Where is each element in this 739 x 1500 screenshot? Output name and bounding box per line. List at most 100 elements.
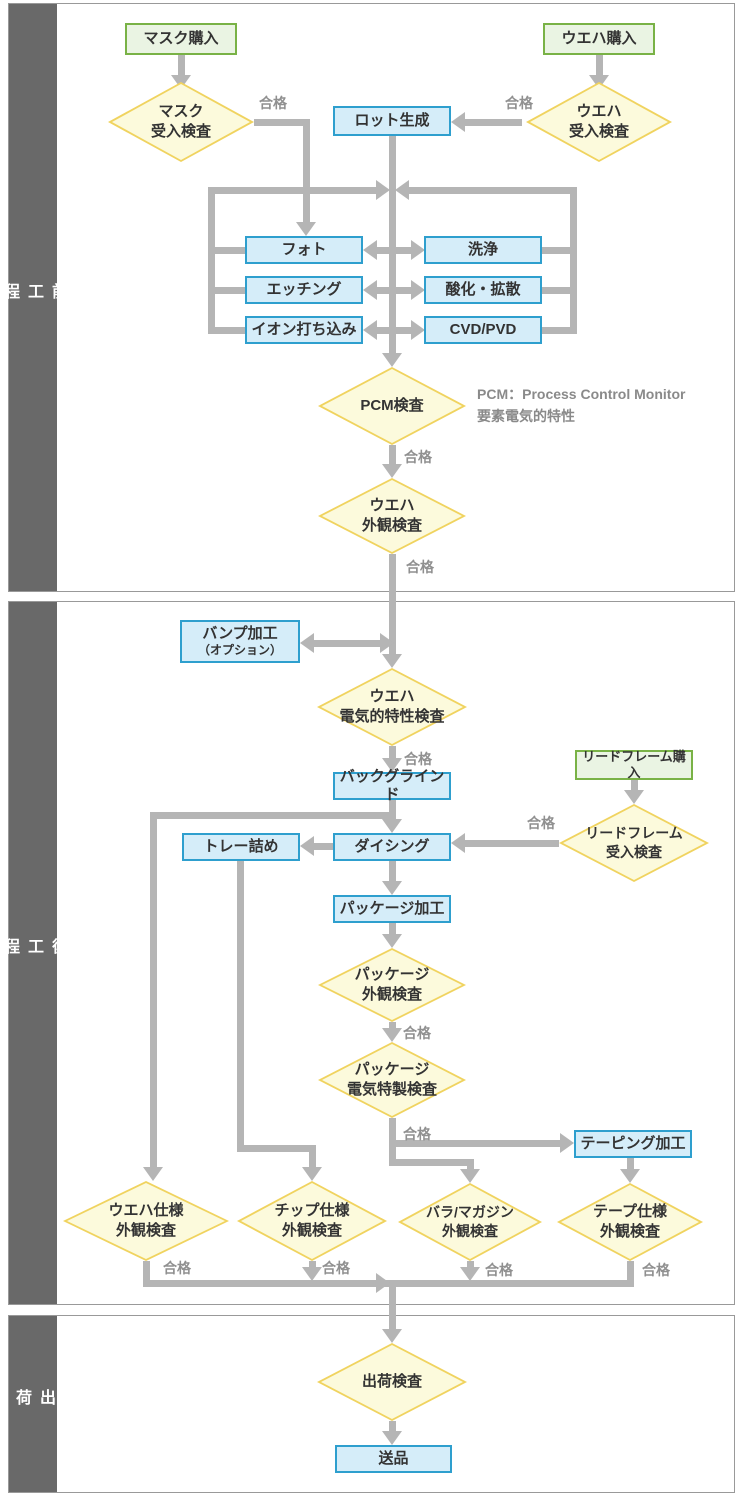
arrowhead-right <box>411 320 425 340</box>
section-shipping-label: 出 荷 <box>13 1389 54 1419</box>
node-bulk-magazine-inspection-label: バラ/マガジン 外観検査 <box>426 1204 514 1239</box>
node-bump-processing-label: バンプ加工 <box>202 625 278 643</box>
node-wafer-purchase-label: ウエハ購入 <box>561 30 637 47</box>
node-ion-implantation: イオン打ち込み <box>245 316 363 344</box>
node-cvd-pvd: CVD/PVD <box>424 316 542 344</box>
node-bump-processing: バンプ加工 （オプション） <box>180 620 300 663</box>
arrowhead-down <box>382 1431 402 1445</box>
node-chip-spec-inspection: チップ仕様 外観検査 <box>237 1181 387 1261</box>
arrowhead-left <box>363 240 377 260</box>
flow-line <box>377 287 411 294</box>
pass-label: 合格 <box>163 1260 191 1276</box>
arrowhead-down <box>302 1267 322 1281</box>
node-wafer-visual-inspection-label: ウエハ 外観検査 <box>361 496 422 534</box>
node-shipping-inspection-label: 出荷検査 <box>361 1372 422 1390</box>
arrowhead-down <box>382 881 402 895</box>
node-wafer-inspection-label: ウエハ 受入検査 <box>568 102 629 140</box>
node-wafer-electrical-inspection: ウエハ 電気的特性検査 <box>317 668 467 746</box>
node-wafer-electrical-inspection-label: ウエハ 電気的特性検査 <box>339 687 445 725</box>
node-photo-label: フォト <box>281 241 327 258</box>
arrowhead-down <box>382 934 402 948</box>
node-tray-packing-label: トレー詰め <box>203 838 279 855</box>
section-front-sidebar: 前 工 程 <box>1 4 66 591</box>
pass-label: 合格 <box>527 815 555 831</box>
node-package-processing-label: パッケージ加工 <box>339 900 445 917</box>
flow-line <box>389 1421 396 1431</box>
arrowhead-left <box>300 633 314 653</box>
node-taping-label: テーピング加工 <box>580 1135 686 1152</box>
flow-line <box>465 119 522 126</box>
pcm-note: PCM：Process Control Monitor 要素電気的特性 <box>477 386 686 424</box>
arrowhead-down <box>382 819 402 833</box>
flow-line <box>150 812 392 819</box>
node-delivery: 送品 <box>335 1445 452 1473</box>
arrowhead-right <box>411 240 425 260</box>
flow-line <box>389 800 396 819</box>
flow-line <box>208 187 376 194</box>
arrowhead-left <box>451 112 465 132</box>
arrowhead-down <box>302 1167 322 1181</box>
arrowhead-down <box>460 1169 480 1183</box>
node-delivery-label: 送品 <box>378 1450 409 1467</box>
node-wafer-inspection: ウエハ 受入検査 <box>526 82 672 162</box>
node-chip-spec-inspection-label: チップ仕様 外観検査 <box>274 1201 350 1239</box>
node-wafer-visual-inspection: ウエハ 外観検査 <box>318 478 466 554</box>
flow-line <box>467 1261 474 1267</box>
flow-line <box>237 1145 316 1152</box>
arrowhead-right <box>411 280 425 300</box>
arrowhead-down <box>382 1028 402 1042</box>
node-oxidation-diffusion: 酸化・拡散 <box>424 276 542 304</box>
arrowhead-left <box>363 280 377 300</box>
flow-line <box>631 780 638 790</box>
node-tape-spec-inspection: テープ仕様 外観検査 <box>557 1183 703 1261</box>
flow-line <box>542 247 577 254</box>
section-shipping-sidebar: 出 荷 <box>9 1316 57 1492</box>
node-taping: テーピング加工 <box>574 1130 692 1158</box>
node-package-electrical-inspection-label: パッケージ 電気特製検査 <box>346 1060 437 1098</box>
node-etching: エッチング <box>245 276 363 304</box>
arrowhead-down <box>382 654 402 668</box>
pass-label: 合格 <box>406 559 434 575</box>
flow-line <box>377 327 411 334</box>
node-pcm-inspection-label: PCM検査 <box>360 396 424 414</box>
flow-line <box>237 861 244 1152</box>
arrowhead-down <box>143 1167 163 1181</box>
section-back-sidebar: 後 工 程 <box>1 602 66 1304</box>
arrowhead-right <box>376 1273 390 1293</box>
arrowhead-down <box>460 1267 480 1281</box>
flow-line <box>389 136 396 353</box>
arrowhead-down <box>382 464 402 478</box>
flow-line <box>178 55 185 75</box>
node-cleaning: 洗浄 <box>424 236 542 264</box>
flow-line <box>465 840 559 847</box>
flow-line <box>389 1159 474 1166</box>
arrowhead-down <box>624 790 644 804</box>
node-back-grinding-label: バックグラインド <box>339 768 445 803</box>
node-bump-processing-sublabel: （オプション） <box>197 643 282 658</box>
pass-label: 合格 <box>404 751 432 767</box>
flow-line <box>208 327 245 334</box>
arrowhead-down <box>382 758 402 772</box>
flow-line <box>389 1283 396 1329</box>
flow-line <box>377 247 411 254</box>
pass-label: 合格 <box>403 1126 431 1142</box>
flow-line <box>303 119 310 222</box>
flow-line <box>389 554 396 654</box>
node-bulk-magazine-inspection: バラ/マガジン 外観検査 <box>398 1183 542 1261</box>
flow-line <box>389 861 396 881</box>
flow-line <box>627 1261 634 1287</box>
pass-label: 合格 <box>322 1260 350 1276</box>
flow-line <box>314 843 333 850</box>
flow-line <box>389 923 396 934</box>
flow-line <box>467 1159 474 1169</box>
node-cvd-pvd-label: CVD/PVD <box>449 321 517 338</box>
node-wafer-spec-inspection: ウエハ仕様 外観検査 <box>63 1181 229 1261</box>
flow-line <box>208 187 215 334</box>
node-lot-generation: ロット生成 <box>333 106 451 136</box>
node-mask-purchase: マスク購入 <box>125 23 237 55</box>
arrowhead-down <box>382 353 402 367</box>
arrowhead-down <box>296 222 316 236</box>
flow-line <box>150 812 157 1167</box>
flow-line <box>309 1145 316 1167</box>
